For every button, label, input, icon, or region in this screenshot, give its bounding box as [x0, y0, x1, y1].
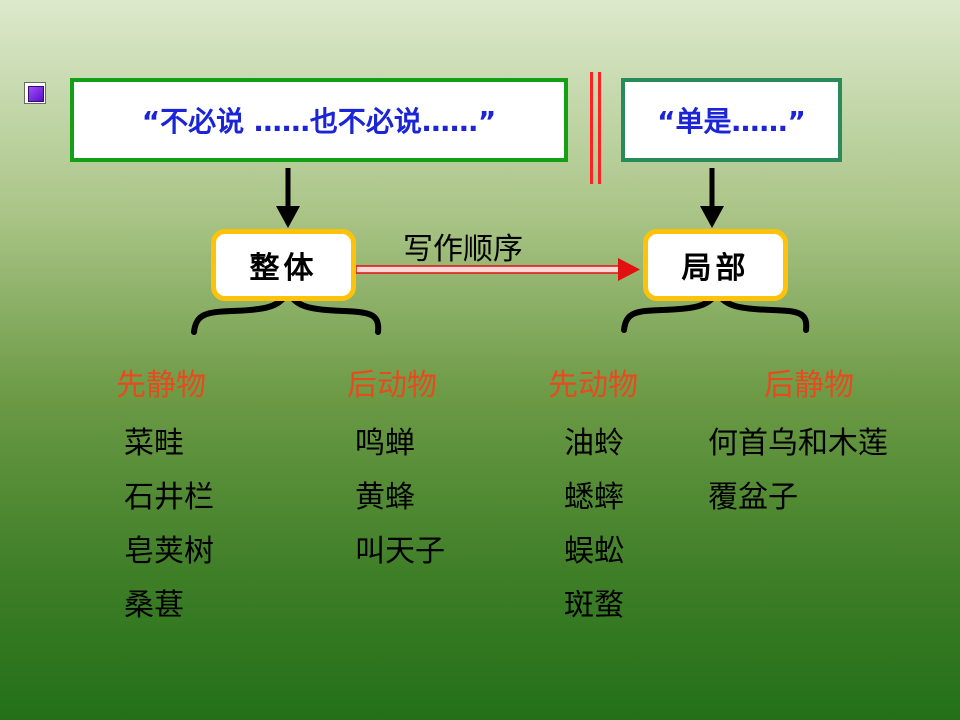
list-item: 桑葚 [124, 588, 184, 623]
node-part: 局部 [643, 229, 788, 301]
list-item: 石井栏 [124, 480, 214, 515]
category-animal-first: 先动物 [548, 368, 638, 403]
down-arrow-left-head-icon [276, 206, 300, 228]
column-1: 菜畦 石井栏 皂荚树 桑葚 [124, 422, 214, 638]
node-part-label: 局部 [681, 251, 750, 286]
list-item: 黄蜂 [355, 480, 415, 515]
list-item: 菜畦 [124, 426, 184, 461]
node-whole: 整体 [211, 229, 356, 301]
column-3: 油蛉 蟋蟀 蜈蚣 斑蝥 [564, 422, 624, 638]
category-static-first: 先静物 [116, 368, 206, 403]
list-item: 何首乌和木莲 [708, 426, 888, 461]
arrow-label: 写作顺序 [403, 232, 523, 267]
quote-text-whole: “不必说 ……也不必说……” [141, 105, 497, 138]
order-arrow-head-icon [618, 258, 640, 281]
quote-box-part: “单是……” [621, 78, 842, 162]
column-2: 鸣蝉 黄蜂 叫天子 [355, 422, 445, 584]
separator-line-2 [598, 72, 601, 184]
list-item: 蜈蚣 [564, 534, 624, 569]
bullet-square-icon [24, 82, 46, 104]
category-static-after: 后静物 [764, 368, 854, 403]
list-item: 叫天子 [355, 534, 445, 569]
category-animal-after: 后动物 [347, 368, 437, 403]
list-item: 皂荚树 [124, 534, 214, 569]
list-item: 鸣蝉 [355, 426, 415, 461]
node-whole-label: 整体 [249, 251, 318, 286]
quote-box-whole: “不必说 ……也不必说……” [70, 78, 568, 162]
separator-line-1 [590, 72, 593, 184]
quote-text-part: “单是……” [657, 105, 806, 138]
list-item: 覆盆子 [708, 480, 798, 515]
list-item: 油蛉 [564, 426, 624, 461]
column-4: 何首乌和木莲 覆盆子 [708, 422, 888, 530]
list-item: 斑蝥 [564, 588, 624, 623]
list-item: 蟋蟀 [564, 480, 624, 515]
down-arrow-right-head-icon [700, 206, 724, 228]
